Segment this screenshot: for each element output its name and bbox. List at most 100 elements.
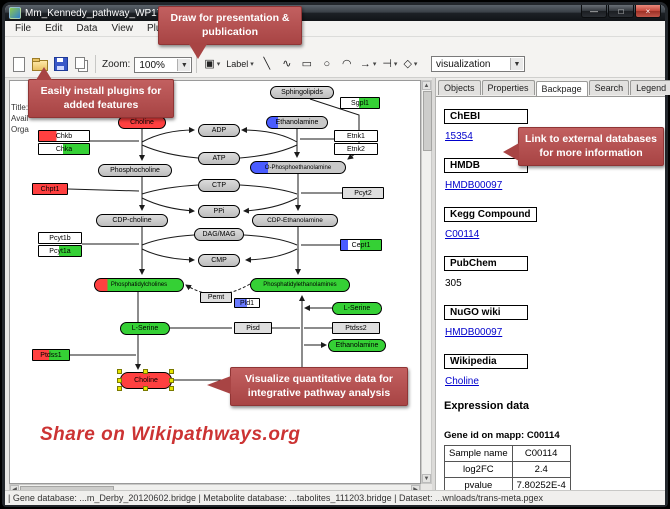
rect-icon[interactable]: ▭ [297, 54, 317, 74]
close-button[interactable]: × [635, 5, 661, 18]
visualization-combo[interactable]: visualization ▼ [431, 56, 525, 72]
database-header: PubChem [444, 256, 528, 271]
node-pcyt1a[interactable]: Pcyt1a [38, 245, 82, 257]
database-id-link[interactable]: HMDB00097 [445, 180, 503, 191]
line-icon[interactable]: ╲ [257, 54, 277, 74]
vertical-scroll-thumb[interactable] [423, 91, 432, 151]
database-id-link[interactable]: Choline [445, 376, 479, 387]
minimize-button[interactable]: — [581, 5, 607, 18]
node-sphingolipids[interactable]: Sphingolipids [270, 86, 334, 99]
node-pcyt2[interactable]: Pcyt2 [342, 187, 384, 199]
selection-handle[interactable] [143, 386, 148, 391]
menu-item-view[interactable]: View [111, 23, 133, 34]
database-id-link[interactable]: HMDB00097 [445, 327, 503, 338]
chevron-down-icon: ▾ [250, 61, 254, 68]
new-file-icon[interactable] [9, 54, 29, 74]
node-l-serine[interactable]: L-Serine [332, 302, 382, 315]
table-cell: pvalue [444, 477, 513, 490]
node-phosphatidylethanolamines[interactable]: Phosphatidylethanolamines [250, 278, 350, 292]
label-combo[interactable]: Label▾ [223, 54, 257, 74]
node-l-serine[interactable]: L-Serine [120, 322, 170, 335]
tbar-combo[interactable]: ⊣▾ [379, 54, 400, 74]
scroll-up-icon[interactable]: ▲ [422, 81, 431, 90]
share-on-wikipathways-text: Share on Wikipathways.org [40, 424, 301, 445]
node-ppi[interactable]: PPi [198, 205, 240, 218]
node-ethanolamine[interactable]: Ethanolamine [266, 116, 328, 129]
new-file-icon [13, 56, 25, 72]
node-chkb[interactable]: Chkb [38, 130, 90, 142]
menu-item-data[interactable]: Data [76, 23, 98, 34]
selection-handle[interactable] [169, 386, 174, 391]
node-ctp[interactable]: CTP [198, 179, 240, 192]
menu-item-file[interactable]: File [15, 23, 32, 34]
node-ethanolamine[interactable]: Ethanolamine [328, 339, 386, 352]
curve-icon[interactable]: ∿ [277, 54, 297, 74]
node-sgpl1[interactable]: Sgpl1 [340, 97, 380, 109]
arc-icon[interactable]: ◠ [337, 54, 357, 74]
table-cell: Sample name [444, 445, 513, 462]
scroll-down-icon[interactable]: ▼ [422, 474, 431, 483]
node-pemt[interactable]: Pemt [200, 292, 232, 303]
selection-handle[interactable] [117, 386, 122, 391]
chevron-down-icon: ▾ [216, 61, 221, 68]
node-dag-mag[interactable]: DAG/MAG [194, 228, 244, 241]
backpage-section-pubchem: PubChem 305 [444, 253, 665, 289]
tab-properties[interactable]: Properties [481, 80, 535, 95]
node-adp[interactable]: ADP [198, 124, 240, 137]
chevron-down-icon[interactable]: ▼ [510, 58, 523, 70]
node-pcyt1b[interactable]: Pcyt1b [38, 232, 82, 244]
save-icon[interactable] [51, 54, 71, 74]
node-etnk1[interactable]: Etnk1 [334, 130, 378, 142]
gene-id-on-mapp-line: Gene id on mapp: C00114 [444, 430, 560, 441]
title-bar[interactable]: Mm_Kennedy_pathway_WP1771_45176.gp — □ × [5, 5, 665, 21]
table-cell: log2FC [444, 461, 513, 478]
selection-handle[interactable] [169, 377, 174, 383]
database-id-value: 305 [445, 278, 462, 289]
node-atp[interactable]: ATP [198, 152, 240, 165]
shape-combo[interactable]: ◇▾ [400, 54, 420, 74]
node-pld1[interactable]: Pld1 [234, 298, 260, 308]
copy-icon [74, 56, 85, 69]
panel-splitter[interactable] [432, 78, 435, 490]
tab-backpage[interactable]: Backpage [535, 81, 588, 96]
selection-handle[interactable] [117, 369, 122, 374]
node-chpt1[interactable]: Chpt1 [32, 183, 68, 195]
node-o-phosphoethanolamine[interactable]: O-Phosphoethanolamine [250, 161, 346, 174]
canvas-vertical-scrollbar[interactable]: ▲ ▼ [421, 80, 432, 484]
node-cmp[interactable]: CMP [198, 254, 240, 267]
chevron-down-icon: ▾ [372, 61, 377, 68]
arrow-combo[interactable]: →▾ [357, 54, 380, 74]
database-id-link[interactable]: 15354 [445, 131, 473, 142]
node-phosphocholine[interactable]: Phosphocholine [98, 164, 172, 177]
node-ptdss2[interactable]: Ptdss2 [332, 322, 380, 334]
pathway-edges [67, 98, 360, 381]
chevron-down-icon[interactable]: ▼ [177, 59, 191, 71]
datanode-combo[interactable]: ▣▾ [201, 54, 223, 74]
status-text: | Gene database: ...m_Derby_20120602.bri… [8, 493, 544, 503]
selection-handle[interactable] [117, 377, 122, 383]
node-chka[interactable]: Chka [38, 143, 90, 155]
node-cept1[interactable]: Cept1 [340, 239, 382, 251]
database-id-link[interactable]: C00114 [445, 229, 480, 240]
tab-legend[interactable]: Legend [630, 80, 670, 95]
visualization-value: visualization [436, 58, 491, 70]
node-phosphatidylcholines[interactable]: Phosphatidylcholines [94, 278, 184, 292]
node-etnk2[interactable]: Etnk2 [334, 143, 378, 155]
node-cdp-ethanolamine[interactable]: CDP-Ethanolamine [252, 214, 338, 227]
node-cdp-choline[interactable]: CDP-choline [96, 214, 168, 227]
oval-icon[interactable]: ○ [317, 54, 337, 74]
pathway-info-label: Title: [11, 103, 29, 112]
tab-objects[interactable]: Objects [438, 80, 481, 95]
selection-handle[interactable] [143, 369, 148, 374]
node-ptdss1[interactable]: Ptdss1 [32, 349, 70, 361]
tab-search[interactable]: Search [588, 80, 630, 95]
pathway-info-label: Orga [11, 125, 29, 134]
zoom-combo[interactable]: 100% ▼ [134, 57, 193, 73]
node-pisd[interactable]: Pisd [234, 322, 272, 334]
selection-handle[interactable] [169, 369, 174, 374]
copy-icon[interactable] [71, 54, 91, 74]
table-cell: 7.80252E-4 [511, 477, 571, 490]
menu-item-edit[interactable]: Edit [45, 23, 63, 34]
maximize-button[interactable]: □ [608, 5, 634, 18]
